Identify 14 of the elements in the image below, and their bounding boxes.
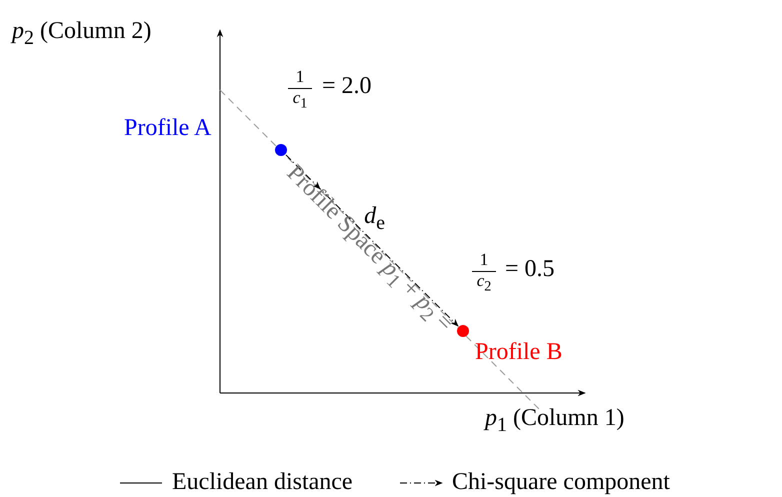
fraction-numerator: 1 [478,251,490,270]
point-label: Profile B [475,339,562,366]
math-label: = 0.5 [505,256,555,282]
fraction-numerator: 1 [294,68,306,87]
legend-text: Chi-square component [452,469,670,496]
axis-label: p$_{2}$ (Column 2) [12,18,152,49]
fraction-denominator: c$_{2}$ [472,271,496,295]
point-marker [275,144,287,156]
legend-text: Euclidean distance [172,469,353,496]
axis-label: p$_{1}$ (Column 1) [485,405,624,436]
point-label: Profile A [124,115,212,142]
fraction-denominator: c$_{1}$ [288,88,312,112]
point-marker [457,325,469,337]
math-label: = 2.0 [322,73,372,100]
